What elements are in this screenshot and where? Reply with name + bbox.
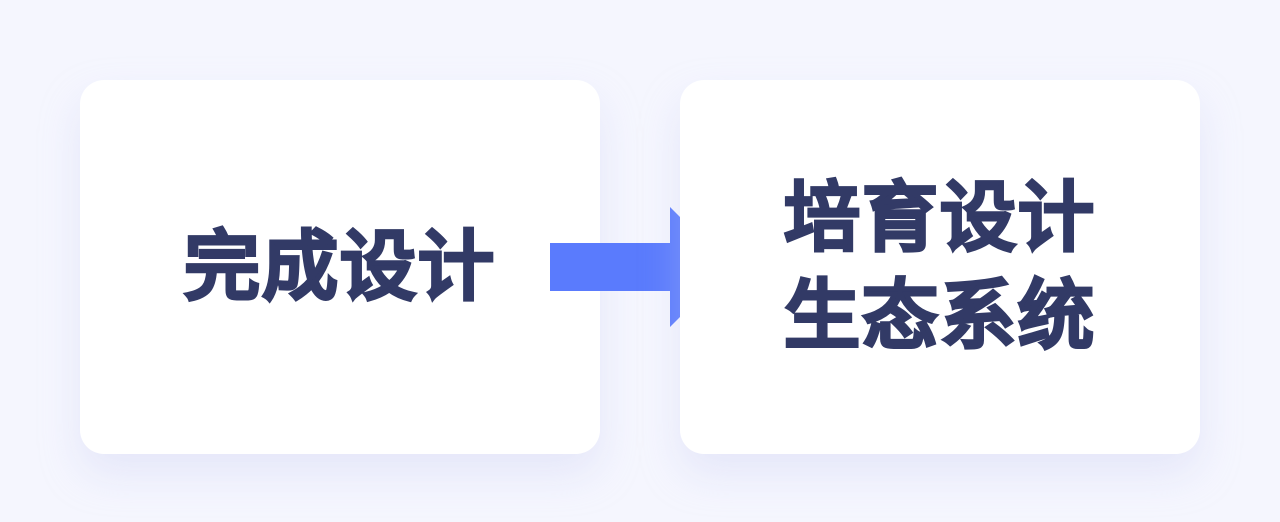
target-label-line-2: 生态系统 bbox=[783, 270, 1096, 362]
target-label-line-1: 培育设计 bbox=[783, 172, 1096, 264]
target-card: 培育设计 生态系统 bbox=[680, 80, 1200, 454]
source-card: 完成设计 bbox=[80, 80, 600, 454]
source-label: 完成设计 bbox=[183, 221, 496, 313]
